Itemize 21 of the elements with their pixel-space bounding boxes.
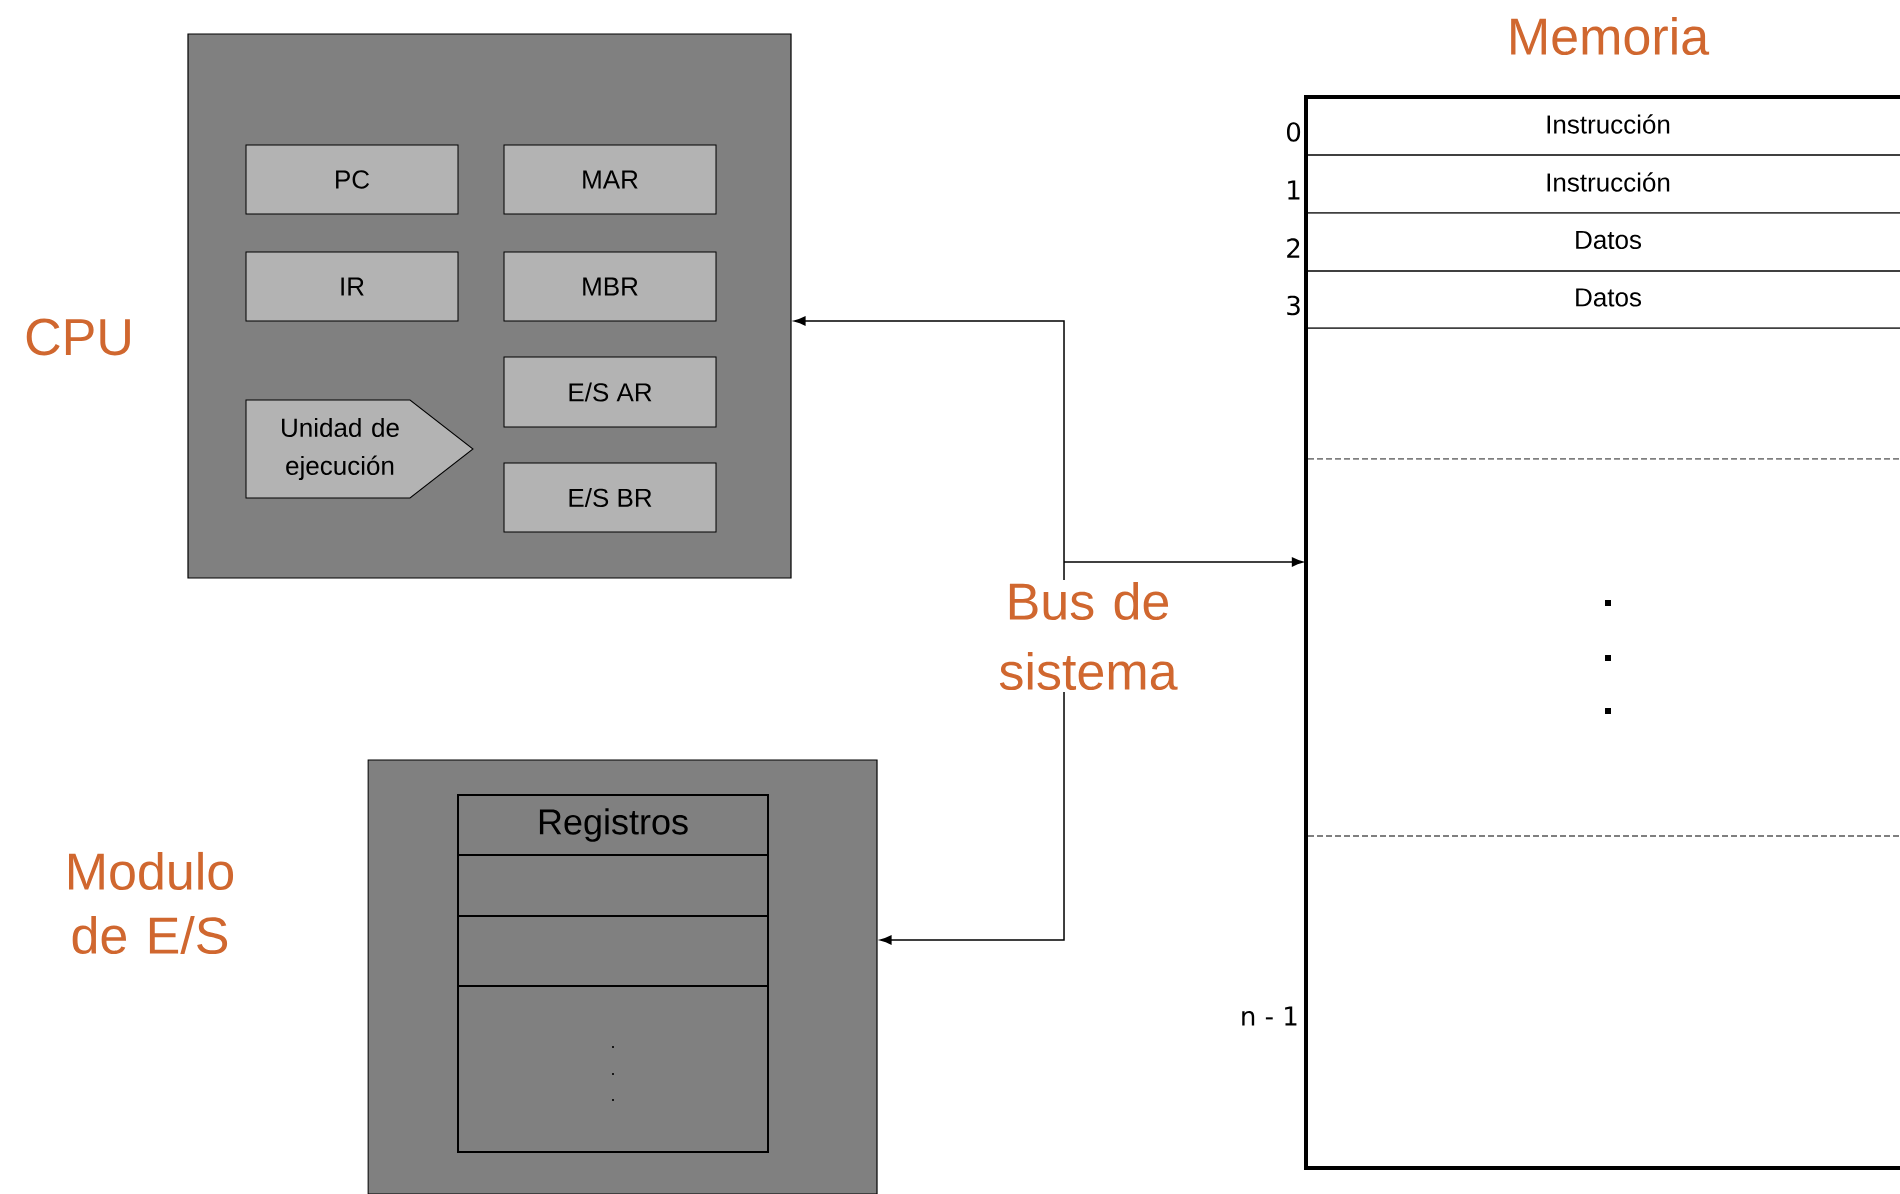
memory-cell: Instrucción <box>1305 114 1900 156</box>
address-number: 1 <box>1288 180 1300 200</box>
register-box: PC <box>245 144 459 215</box>
memory-cell: Datos <box>1305 230 1900 272</box>
register-box: E/S BR <box>503 462 717 533</box>
bus-label: Bus de sistema <box>976 579 1200 693</box>
memory-cell: Instrucción <box>1305 172 1900 214</box>
node-label: CPU <box>26 318 130 356</box>
register-table: Registros <box>457 794 769 1153</box>
address-number: 3 <box>1287 295 1300 316</box>
register-box: IR <box>245 251 459 322</box>
address-number: 2 <box>1287 238 1300 258</box>
bus-arrow <box>794 316 1065 563</box>
address-number: 0 <box>1287 122 1301 142</box>
bus-arrow <box>1063 557 1304 567</box>
address-number: n - 1 <box>1242 1006 1297 1026</box>
register-box: MAR <box>503 144 717 215</box>
node-label: Modulo de E/S <box>68 851 234 955</box>
register-box: MBR <box>503 251 717 322</box>
memory-cell: Datos <box>1305 288 1900 329</box>
register-box: E/S AR <box>503 356 717 428</box>
